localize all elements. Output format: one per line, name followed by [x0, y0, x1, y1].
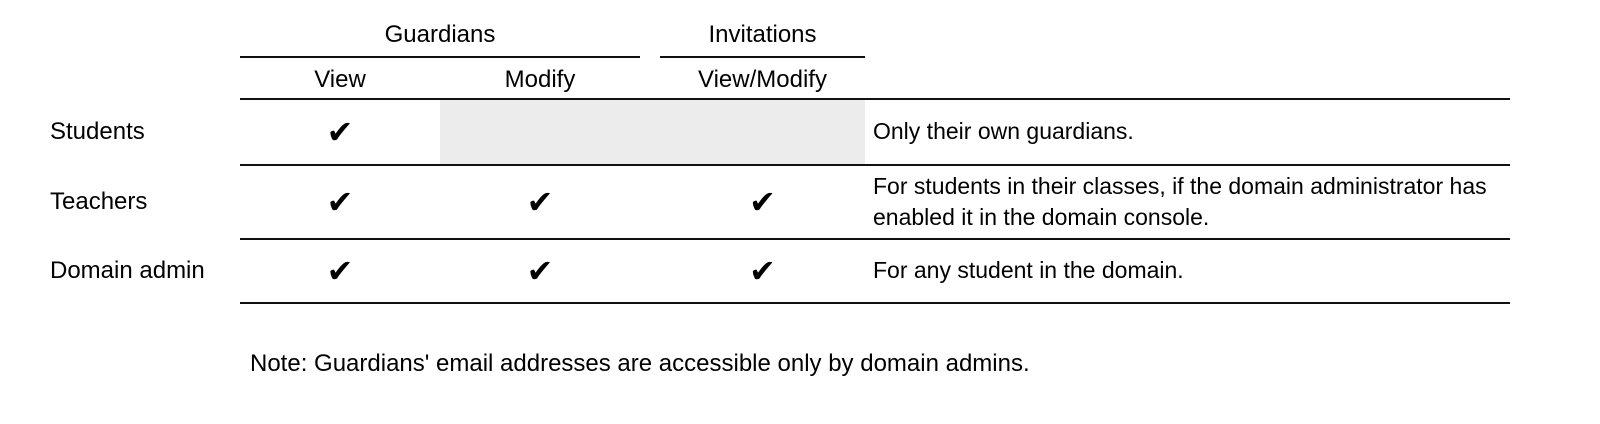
- permissions-table: Guardians Invitations View Modify View/M…: [40, 14, 1510, 304]
- column-header-view: View: [314, 66, 366, 93]
- header-divider-line: [240, 98, 1510, 100]
- check-icon: ✔: [749, 184, 776, 220]
- row-label-students: Students: [50, 118, 145, 145]
- table-bottom-line: [240, 302, 1510, 304]
- row-divider-line: [240, 164, 1510, 166]
- check-icon: ✔: [326, 114, 354, 150]
- column-group-invitations: Invitations: [660, 14, 865, 58]
- disabled-cells-students: [440, 100, 865, 164]
- note-students: Only their own guardians.: [873, 118, 1134, 145]
- row-label-domain-admin: Domain admin: [50, 257, 205, 284]
- check-icon: ✔: [526, 184, 554, 220]
- check-icon: ✔: [326, 184, 354, 220]
- column-group-guardians: Guardians: [240, 14, 640, 58]
- footnote: Note: Guardians' email addresses are acc…: [250, 350, 1030, 377]
- check-icon: ✔: [526, 253, 554, 289]
- note-teachers: For students in their classes, if the do…: [873, 172, 1487, 230]
- column-header-view-modify: View/Modify: [698, 66, 827, 93]
- row-label-teachers: Teachers: [50, 188, 148, 215]
- note-domain-admin: For any student in the domain.: [873, 257, 1184, 284]
- check-icon: ✔: [326, 253, 354, 289]
- check-icon: ✔: [749, 253, 776, 289]
- row-divider-line: [240, 238, 1510, 240]
- column-header-modify: Modify: [504, 66, 576, 93]
